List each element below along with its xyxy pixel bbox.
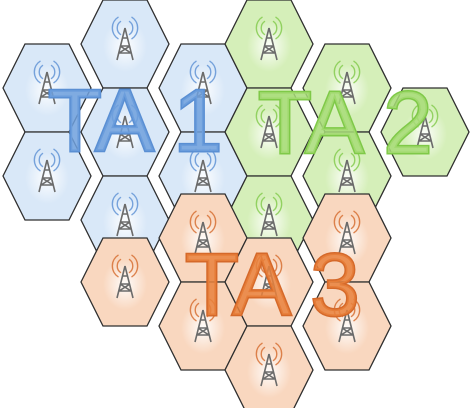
ta-2-label: TA 2	[258, 73, 432, 172]
cell-tower-icon	[247, 342, 291, 398]
ta-3-label: TA 3	[185, 235, 359, 334]
cell-tower-icon	[103, 192, 147, 248]
cell-tower-icon	[325, 148, 369, 204]
cell-hexagon	[158, 43, 248, 133]
cell-tower-icon	[25, 60, 69, 116]
cell-hexagon	[2, 131, 92, 221]
cell-hexagon	[302, 193, 392, 283]
cell-tower-icon	[103, 104, 147, 160]
cell-tower-icon	[247, 104, 291, 160]
cell-tower-icon	[25, 148, 69, 204]
cell-tower-icon	[181, 210, 225, 266]
cell-tower-icon	[103, 254, 147, 310]
cell-tower-icon	[325, 60, 369, 116]
cell-hexagon	[224, 325, 314, 408]
labels-layer: TA 1 TA 2 TA 3	[47, 70, 434, 336]
cell-tower-icon	[247, 192, 291, 248]
cell-hexagon	[302, 43, 392, 133]
cell-tower-icon	[325, 298, 369, 354]
ta-1-label: TA 1	[48, 71, 222, 170]
cell-tower-icon	[247, 16, 291, 72]
cell-hexagon	[80, 237, 170, 327]
cell-hexagon	[380, 87, 470, 177]
cell-hexagon	[2, 43, 92, 133]
cell-tower-icon	[181, 148, 225, 204]
cell-hexagon	[80, 0, 170, 89]
cell-hexagon	[158, 193, 248, 283]
cell-tower-icon	[181, 60, 225, 116]
cell-tower-icon	[247, 254, 291, 310]
cell-tower-icon	[103, 16, 147, 72]
cell-hexagon	[224, 0, 314, 89]
cell-hexagon	[302, 281, 392, 371]
cell-tower-icon	[403, 104, 447, 160]
cell-hexagon	[224, 237, 314, 327]
cell-tower-icon	[325, 210, 369, 266]
cell-tower-icon	[181, 298, 225, 354]
